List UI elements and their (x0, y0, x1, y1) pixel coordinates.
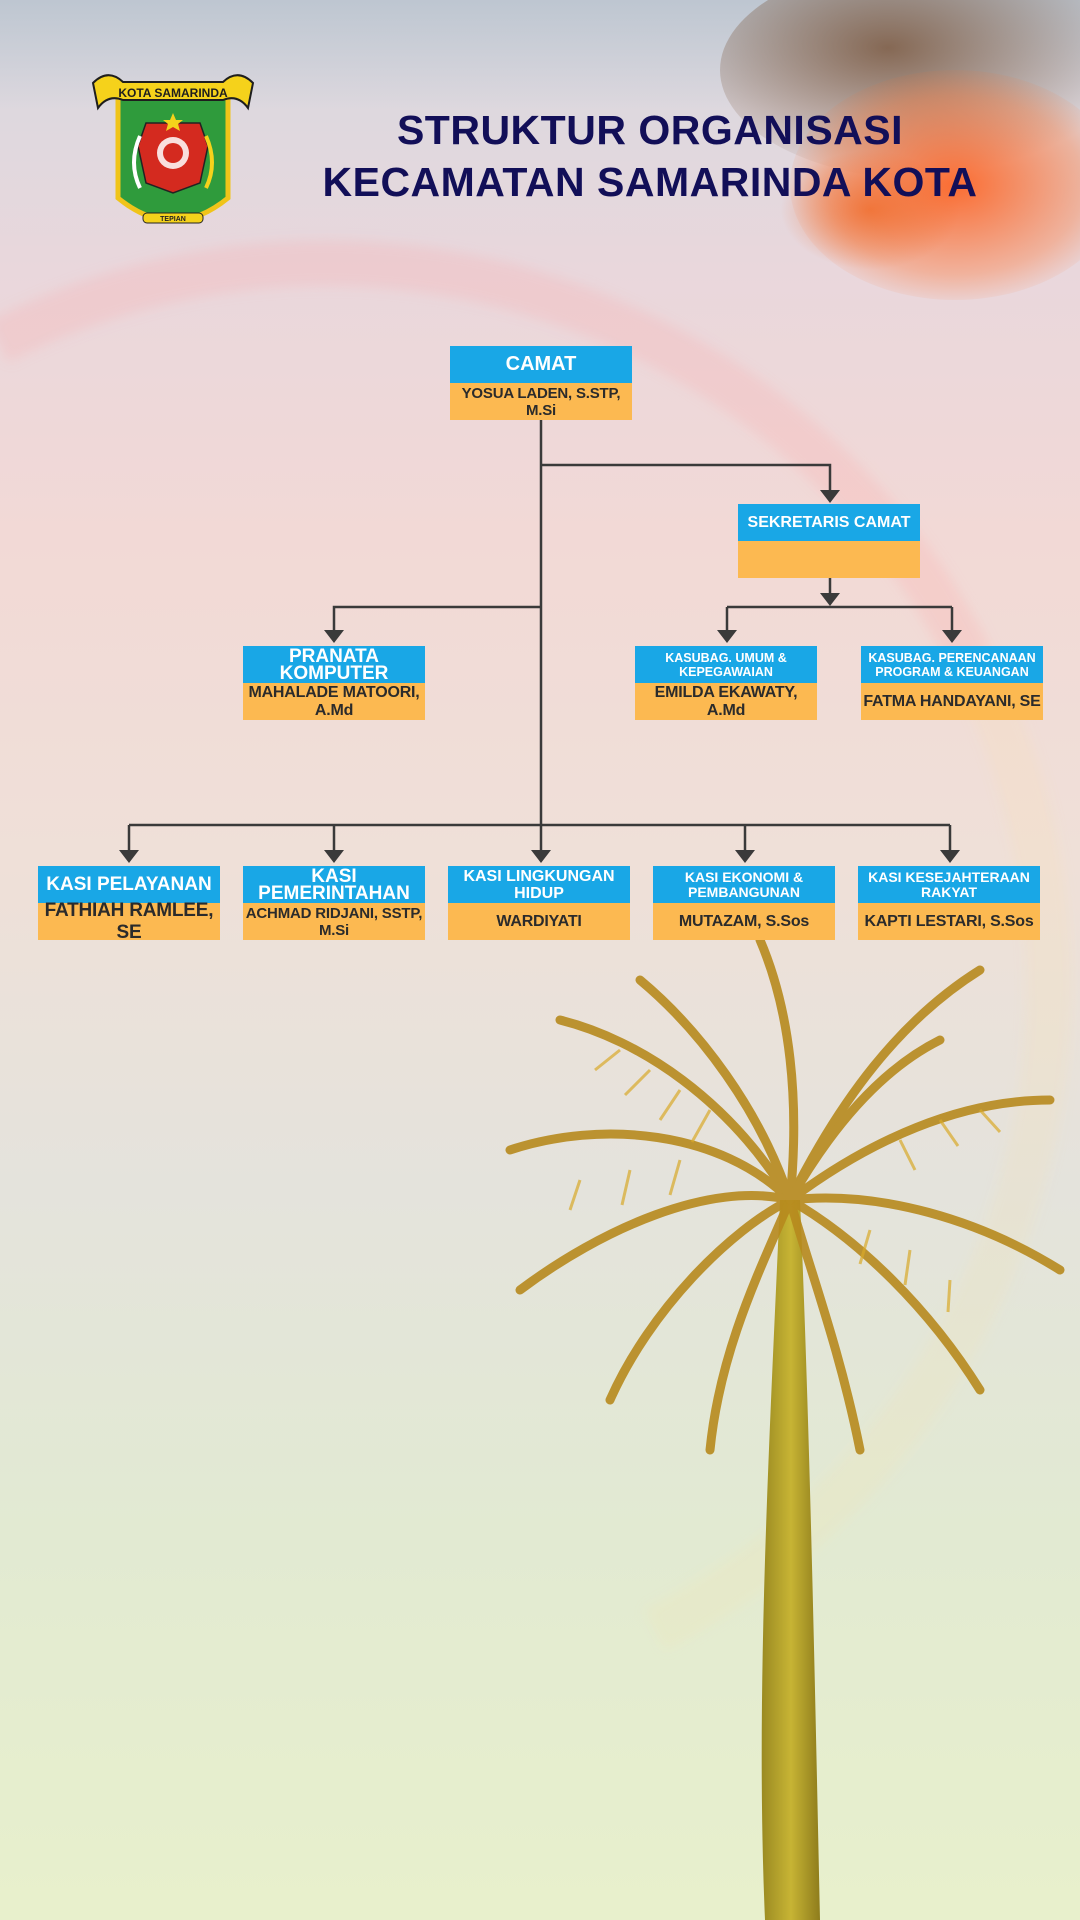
person-name: ACHMAD RIDJANI, SSTP, M.Si (243, 903, 425, 940)
person-name: FATHIAH RAMLEE, SE (38, 900, 220, 943)
person-name: YOSUA LADEN, S.STP, M.Si (450, 383, 632, 420)
svg-text:TEPIAN: TEPIAN (160, 216, 186, 223)
position-label: KASI PELAYANAN (38, 866, 220, 903)
person-name: FATMA HANDAYANI, SE (861, 683, 1043, 720)
title-line-1: STRUKTUR ORGANISASI (396, 107, 904, 153)
position-label: KASI EKONOMI & PEMBANGUNAN (653, 866, 835, 903)
kota-samarinda-emblem: KOTA SAMARINDA TEPIAN (91, 74, 255, 224)
box-pranata-komputer: PRANATA KOMPUTER MAHALADE MATOORI, A.Md (243, 646, 425, 720)
person-name: WARDIYATI (448, 903, 630, 940)
person-name: EMILDA EKAWATY, A.Md (635, 683, 817, 720)
box-sekretaris-camat: SEKRETARIS CAMAT (738, 504, 920, 578)
position-label: PRANATA KOMPUTER (243, 646, 425, 683)
position-label: KASI LINGKUNGAN HIDUP (448, 866, 630, 903)
position-label: CAMAT (450, 346, 632, 383)
box-kasi-pelayanan: KASI PELAYANAN FATHIAH RAMLEE, SE (38, 866, 220, 943)
svg-text:KOTA SAMARINDA: KOTA SAMARINDA (118, 86, 228, 100)
arrowheads (119, 490, 962, 863)
position-label: KASI PEMERINTAHAN (243, 866, 425, 903)
box-kasi-pemerintahan: KASI PEMERINTAHAN ACHMAD RIDJANI, SSTP, … (243, 866, 425, 940)
person-name: KAPTI LESTARI, S.Sos (858, 903, 1040, 940)
position-label: KASUBAG. PERENCANAAN PROGRAM & KEUANGAN (861, 646, 1043, 683)
person-name (738, 541, 920, 578)
box-kasi-lingkungan-hidup: KASI LINGKUNGAN HIDUP WARDIYATI (448, 866, 630, 940)
box-kasubag-perencanaan: KASUBAG. PERENCANAAN PROGRAM & KEUANGAN … (861, 646, 1043, 720)
box-kasi-ekonomi-pembangunan: KASI EKONOMI & PEMBANGUNAN MUTAZAM, S.So… (653, 866, 835, 940)
position-label: SEKRETARIS CAMAT (738, 504, 920, 541)
box-kasi-kesejahteraan-rakyat: KASI KESEJAHTERAAN RAKYAT KAPTI LESTARI,… (858, 866, 1040, 940)
box-camat: CAMAT YOSUA LADEN, S.STP, M.Si (450, 346, 632, 420)
position-label: KASUBAG. UMUM & KEPEGAWAIAN (635, 646, 817, 683)
palm-tree (505, 935, 1065, 1920)
position-label: KASI KESEJAHTERAAN RAKYAT (858, 866, 1040, 903)
box-kasubag-umum: KASUBAG. UMUM & KEPEGAWAIAN EMILDA EKAWA… (635, 646, 817, 720)
org-connectors (119, 420, 962, 863)
person-name: MAHALADE MATOORI, A.Md (243, 683, 425, 720)
page-title: STRUKTUR ORGANISASI KECAMATAN SAMARINDA … (300, 104, 1000, 208)
title-line-2: KECAMATAN SAMARINDA KOTA (322, 159, 978, 205)
person-name: MUTAZAM, S.Sos (653, 903, 835, 940)
